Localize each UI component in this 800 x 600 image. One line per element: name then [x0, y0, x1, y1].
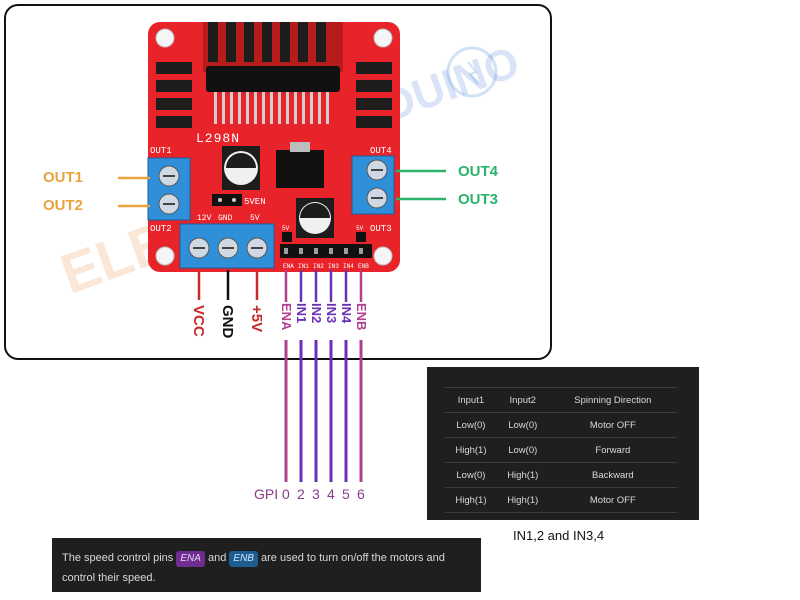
cell-direction: Motor OFF: [548, 412, 677, 438]
cell-input2: Low(0): [496, 412, 549, 438]
power-header-gnd: GND: [218, 214, 233, 223]
header-input2: Input2: [496, 387, 549, 413]
gpio-prefix: GPI: [254, 486, 279, 502]
label-enb: ENB: [354, 303, 369, 331]
mount-hole-bl: [155, 246, 175, 266]
label-in2: IN2: [309, 303, 324, 324]
label-plus5v: +5V: [248, 305, 265, 333]
table-row: Low(0) Low(0) Motor OFF: [445, 412, 677, 438]
gpio-pin-0: 0: [282, 486, 290, 502]
5ven-jumper: [212, 194, 242, 206]
pin-silk-in1: IN1: [298, 263, 309, 270]
header-input1: Input1: [445, 387, 497, 413]
gpio-pin-5: 5: [342, 486, 350, 502]
label-in1: IN1: [294, 303, 309, 324]
terminal-out4-out3: [351, 155, 395, 215]
truth-table-panel: Input1 Input2 Spinning Direction Low(0) …: [427, 367, 699, 520]
mount-hole-tr: [373, 28, 393, 48]
label-vcc: VCC: [190, 305, 207, 337]
label-out4: OUT4: [458, 163, 499, 180]
mount-hole-tl: [155, 28, 175, 48]
table-row: Low(0) High(1) Backward: [445, 462, 677, 488]
truth-table: Input1 Input2 Spinning Direction Low(0) …: [445, 387, 677, 513]
label-out3: OUT3: [458, 191, 499, 208]
header-direction: Spinning Direction: [548, 387, 677, 413]
table-row: High(1) Low(0) Forward: [445, 437, 677, 463]
speed-control-note: The speed control pins ENA and ENB are u…: [52, 538, 481, 592]
pin-header-5v-left: 5V: [282, 225, 290, 232]
heatsink: [203, 22, 343, 124]
enb-code-badge: ENB: [229, 551, 258, 567]
label-in3: IN3: [324, 303, 339, 324]
out1-header: OUT1: [150, 146, 172, 156]
note-text-3: are used to turn on/off the motors and c…: [62, 552, 445, 584]
cell-input2: High(1): [496, 462, 549, 488]
cell-input1: Low(0): [445, 462, 497, 488]
gpio-pin-6: 6: [357, 486, 365, 502]
chip-label: L298N: [196, 131, 240, 146]
gpio-pin-4: 4: [327, 486, 335, 502]
pin-silk-in4: IN4: [343, 263, 354, 270]
ena-code-badge: ENA: [176, 551, 205, 567]
out3-header: OUT3: [370, 224, 392, 234]
truth-table-caption: IN1,2 and IN3,4: [513, 528, 605, 543]
gpio-pin-2: 2: [297, 486, 305, 502]
label-ena: ENA: [279, 303, 294, 331]
label-in4: IN4: [339, 303, 354, 324]
cell-input2: High(1): [496, 487, 549, 513]
cell-direction: Forward: [548, 437, 677, 463]
control-pin-header: [280, 232, 372, 258]
diodes-left: [156, 62, 192, 128]
cell-input1: Low(0): [445, 412, 497, 438]
out2-header: OUT2: [150, 224, 172, 234]
label-out2: OUT2: [43, 197, 84, 214]
label-gnd: GND: [219, 305, 236, 339]
table-row: High(1) High(1) Motor OFF: [445, 487, 677, 513]
power-header-5v: 5V: [250, 214, 260, 223]
lightbulb-watermark-icon: [446, 46, 498, 98]
pin-silk-in3: IN3: [328, 263, 339, 270]
pin-header-5v-right: 5V: [356, 225, 364, 232]
voltage-regulator: [276, 142, 324, 188]
gpio-pin-3: 3: [312, 486, 320, 502]
jumper-label: 5VEN: [244, 197, 266, 207]
cell-direction: Motor OFF: [548, 487, 677, 513]
capacitor-left: [222, 146, 260, 190]
pin-silk-in2: IN2: [313, 263, 324, 270]
label-out1: OUT1: [43, 169, 84, 186]
diodes-right: [356, 62, 392, 128]
note-text-2: and: [207, 552, 227, 564]
capacitor-right: [296, 198, 334, 238]
power-header-12v: 12V: [197, 214, 212, 223]
cell-direction: Backward: [548, 462, 677, 488]
out4-header: OUT4: [370, 146, 392, 156]
mount-hole-br: [373, 246, 393, 266]
cell-input1: High(1): [445, 487, 497, 513]
cell-input1: High(1): [445, 437, 497, 463]
pin-silk-enb: ENB: [358, 263, 369, 270]
terminal-out1-out2: [147, 157, 191, 221]
note-text-1: The speed control pins: [62, 552, 174, 564]
pin-silk-ena: ENA: [283, 263, 294, 270]
truth-table-header: Input1 Input2 Spinning Direction: [445, 387, 677, 413]
cell-input2: Low(0): [496, 437, 549, 463]
diagram-frame: [4, 4, 552, 360]
terminal-power: [179, 223, 275, 269]
